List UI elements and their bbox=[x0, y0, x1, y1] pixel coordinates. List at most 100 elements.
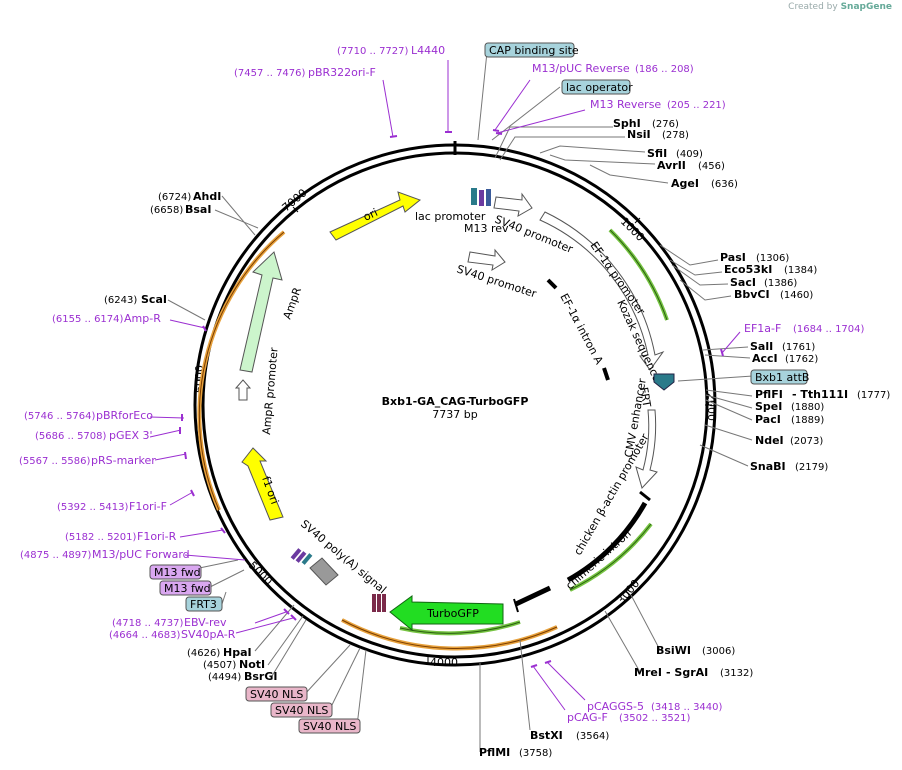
primer-pbrforeco[interactable]: pBRforEco bbox=[96, 409, 153, 422]
lac-operator-block[interactable] bbox=[471, 188, 477, 205]
frt-block[interactable] bbox=[653, 373, 675, 391]
primer-pbrforeco-range: (5746 .. 5764) bbox=[24, 411, 96, 422]
primer-pcag-f-range: (3502 .. 3521) bbox=[619, 713, 691, 724]
enzyme-sgrai[interactable]: - SgrAI bbox=[666, 666, 708, 679]
tag-m13fwd-1-box[interactable] bbox=[149, 564, 202, 580]
enzyme-ahdi[interactable]: AhdI bbox=[193, 190, 221, 203]
tick-mark-1000 bbox=[634, 217, 641, 224]
primer-f1ori-r[interactable]: F1ori-R bbox=[137, 530, 177, 543]
primer-ebv-rev[interactable]: EBV-rev bbox=[184, 616, 227, 629]
sv40-nls-block-3[interactable] bbox=[382, 594, 386, 612]
primer-pcaggs-5[interactable]: pCAGGS-5 bbox=[587, 700, 644, 713]
enzyme-sfii[interactable]: SfiI bbox=[647, 147, 667, 160]
enzyme-hpai[interactable]: HpaI bbox=[223, 646, 252, 659]
enzyme-ndei[interactable]: NdeI bbox=[755, 434, 784, 447]
primer-prs-marker[interactable]: pRS-marker bbox=[91, 454, 156, 467]
sv40-polya-label: SV40 poly(A) signal bbox=[298, 517, 389, 596]
enzyme-noti[interactable]: NotI bbox=[239, 658, 265, 671]
enzyme-snabi[interactable]: SnaBI bbox=[750, 460, 786, 473]
enzyme-pasi[interactable]: PasI bbox=[720, 251, 746, 264]
primer-m13-puc-reverse[interactable]: M13/pUC Reverse bbox=[532, 62, 630, 75]
sv40-nls-block-2[interactable] bbox=[377, 594, 381, 612]
primer-l4440-range: (7710 .. 7727) bbox=[337, 46, 409, 57]
sv40-promoter-2-arrow[interactable] bbox=[467, 248, 506, 272]
tag-frt3-box[interactable] bbox=[185, 596, 223, 612]
tick-4000: 4000 bbox=[430, 656, 458, 669]
enzyme-eco53ki[interactable]: Eco53kI bbox=[724, 263, 772, 276]
primer-l4440[interactable]: L4440 bbox=[411, 44, 445, 57]
sv40-promoter-1-arrow[interactable] bbox=[493, 192, 533, 217]
enzyme-bsai[interactable]: BsaI bbox=[185, 203, 211, 216]
tag-sv40nls-3-box[interactable] bbox=[298, 718, 361, 734]
turbogfp-label: TurboGFP bbox=[426, 607, 479, 620]
cba-start-mark bbox=[639, 490, 651, 502]
primer-pgex3[interactable]: pGEX 3' bbox=[109, 429, 153, 442]
enzyme-saci[interactable]: SacI bbox=[730, 276, 756, 289]
enzyme-avrii-pos: (456) bbox=[698, 161, 725, 172]
enzyme-spei[interactable]: SpeI bbox=[755, 400, 782, 413]
tag-bxb1-box[interactable] bbox=[750, 369, 808, 385]
tag-m13fwd-2-box[interactable] bbox=[159, 580, 212, 596]
enzyme-bsiwi[interactable]: BsiWI bbox=[656, 644, 691, 657]
enzyme-pflfi[interactable]: PflFI bbox=[755, 388, 783, 401]
enzyme-sali[interactable]: SalI bbox=[750, 340, 773, 353]
f1-ori-feature[interactable] bbox=[241, 447, 284, 521]
enzyme-sphi[interactable]: SphI bbox=[613, 117, 641, 130]
primer-f1ori-r-range: (5182 .. 5201) bbox=[65, 532, 137, 543]
enzyme-paci-pos: (1889) bbox=[791, 415, 824, 426]
enzyme-saci-pos: (1386) bbox=[764, 278, 797, 289]
enzyme-paci[interactable]: PacI bbox=[755, 413, 781, 426]
primer-amp-r[interactable]: Amp-R bbox=[124, 312, 161, 325]
frt3-block[interactable] bbox=[301, 553, 313, 565]
snapgene-credit: Created by SnapGene bbox=[788, 2, 892, 12]
ampr-promoter-feature[interactable] bbox=[234, 379, 252, 401]
enzyme-pflmi[interactable]: PflMI bbox=[479, 746, 510, 759]
enzyme-spei-pos: (1880) bbox=[791, 402, 824, 413]
enzyme-avrii[interactable]: AvrII bbox=[657, 159, 686, 172]
primer-m13-puc-forward-range: (4875 .. 4897) bbox=[20, 550, 92, 561]
m13-fwd-block-2[interactable] bbox=[295, 551, 307, 563]
enzyme-acci[interactable]: AccI bbox=[752, 352, 778, 365]
intron-stub-end bbox=[513, 598, 519, 613]
enzyme-bsrgi[interactable]: BsrGI bbox=[244, 670, 277, 683]
ori-feature[interactable] bbox=[329, 191, 422, 241]
primer-sv40pa-r[interactable]: SV40pA-R bbox=[181, 628, 236, 641]
tag-lac-operator-box[interactable] bbox=[561, 79, 631, 95]
enzyme-sphi-pos: (276) bbox=[652, 119, 679, 130]
cmv-enhancer-arrow[interactable] bbox=[635, 409, 658, 489]
enzyme-bbvci[interactable]: BbvCI bbox=[734, 288, 770, 301]
tag-sv40nls-1-label: SV40 NLS bbox=[250, 688, 303, 701]
enzyme-bstxi[interactable]: BstXI bbox=[530, 729, 563, 742]
chimeric-intron-stroke bbox=[566, 501, 648, 583]
primer-pbr322ori-f[interactable]: pBR322ori-F bbox=[308, 66, 376, 79]
primer-f1ori-f[interactable]: F1ori-F bbox=[129, 500, 167, 513]
sv40-polya-feature[interactable] bbox=[309, 557, 339, 586]
tag-sv40nls-1-box[interactable] bbox=[245, 686, 308, 702]
primer-pcag-f[interactable]: pCAG-F bbox=[567, 711, 608, 724]
m13-fwd-block-1[interactable] bbox=[290, 548, 302, 560]
tick-3000: 3000 bbox=[614, 577, 642, 607]
tag-sv40nls-2-box[interactable] bbox=[270, 702, 333, 718]
m13-rev-block[interactable] bbox=[479, 190, 484, 206]
primer-m13-reverse[interactable]: M13 Reverse bbox=[590, 98, 661, 111]
credit-prefix: Created by bbox=[788, 2, 838, 12]
enzyme-agei[interactable]: AgeI bbox=[671, 177, 699, 190]
tick-mark-3000 bbox=[624, 589, 631, 596]
primer-m13-puc-forward[interactable]: M13/pUC Forward bbox=[92, 548, 190, 561]
enzyme-labels-right: SphI (276) NsiI (278) SfiI (409) AvrII (… bbox=[479, 117, 890, 759]
tag-cap-box[interactable] bbox=[484, 42, 575, 58]
primer-ef1a-f[interactable]: EF1a-F bbox=[744, 322, 781, 335]
ef1a-promoter-arrow[interactable] bbox=[539, 211, 665, 371]
sv40-nls-block-1[interactable] bbox=[372, 594, 376, 612]
enzyme-nsii[interactable]: NsiI bbox=[627, 128, 651, 141]
enzyme-hpai-pos: (4626) bbox=[187, 648, 220, 659]
enzyme-scai[interactable]: ScaI bbox=[141, 293, 167, 306]
enzyme-mrei[interactable]: MreI bbox=[634, 666, 662, 679]
enzyme-tth111i[interactable]: - Tth111I bbox=[792, 388, 848, 401]
ampr-feature[interactable] bbox=[239, 251, 283, 373]
ef1a-intron-label: EF-1α intron A bbox=[557, 291, 605, 367]
tick-5000: 5000 bbox=[246, 559, 275, 588]
cap-site-block[interactable] bbox=[486, 189, 491, 206]
turbogfp-feature[interactable] bbox=[389, 595, 504, 632]
primer-ef1a-f-range: (1684 .. 1704) bbox=[793, 324, 865, 335]
